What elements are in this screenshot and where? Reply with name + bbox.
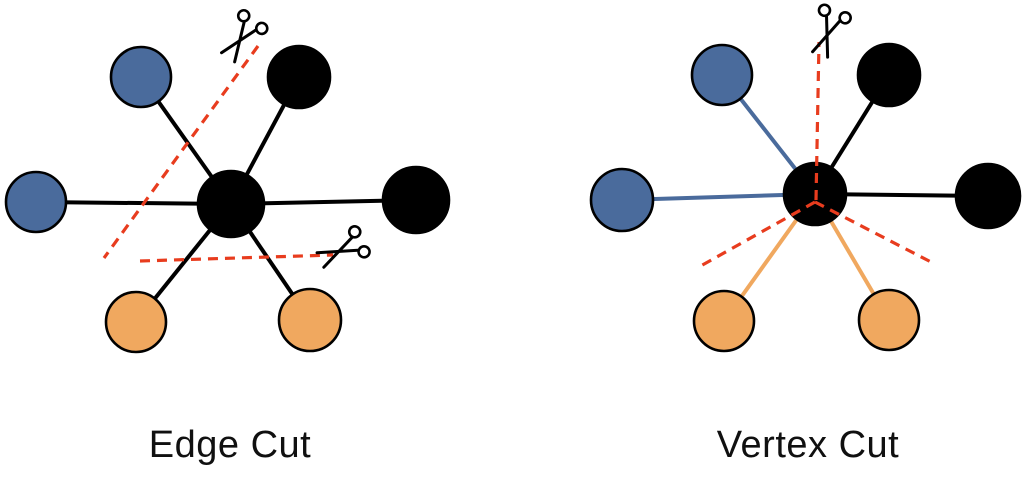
scissors-icon	[811, 3, 852, 59]
cut-line-vertex-cut-1	[696, 200, 816, 270]
edge-cut-label: Edge Cut	[148, 424, 312, 466]
node-edge-cut-black-right	[381, 165, 451, 235]
cut-line-edge-cut-1	[139, 253, 334, 263]
cut-line-vertex-cut-2	[814, 200, 932, 264]
panel-edge-cut	[4, 8, 451, 354]
cut-line-vertex-cut-0	[814, 41, 821, 201]
node-edge-cut-blue-top-left	[109, 45, 173, 109]
node-edge-cut-orange-bottom-right	[277, 287, 343, 353]
node-edge-cut-orange-bottom-left	[104, 290, 168, 354]
node-edge-cut-center	[196, 169, 266, 239]
scissors-icon	[220, 8, 269, 64]
node-vertex-cut-blue-top-left	[690, 43, 754, 107]
node-vertex-cut-orange-bottom-right	[857, 288, 921, 352]
node-vertex-cut-blue-left	[589, 167, 655, 233]
cut-line-edge-cut-0	[102, 45, 260, 259]
node-vertex-cut-black-top-right	[856, 42, 922, 108]
node-edge-cut-blue-left	[4, 170, 68, 234]
node-edge-cut-black-top-right	[266, 44, 332, 110]
vertex-cut-label: Vertex Cut	[716, 424, 900, 466]
node-vertex-cut-black-right	[954, 162, 1022, 230]
panel-vertex-cut	[589, 3, 1022, 353]
node-vertex-cut-orange-bottom-left	[692, 289, 756, 353]
scissors-icon	[315, 225, 371, 269]
